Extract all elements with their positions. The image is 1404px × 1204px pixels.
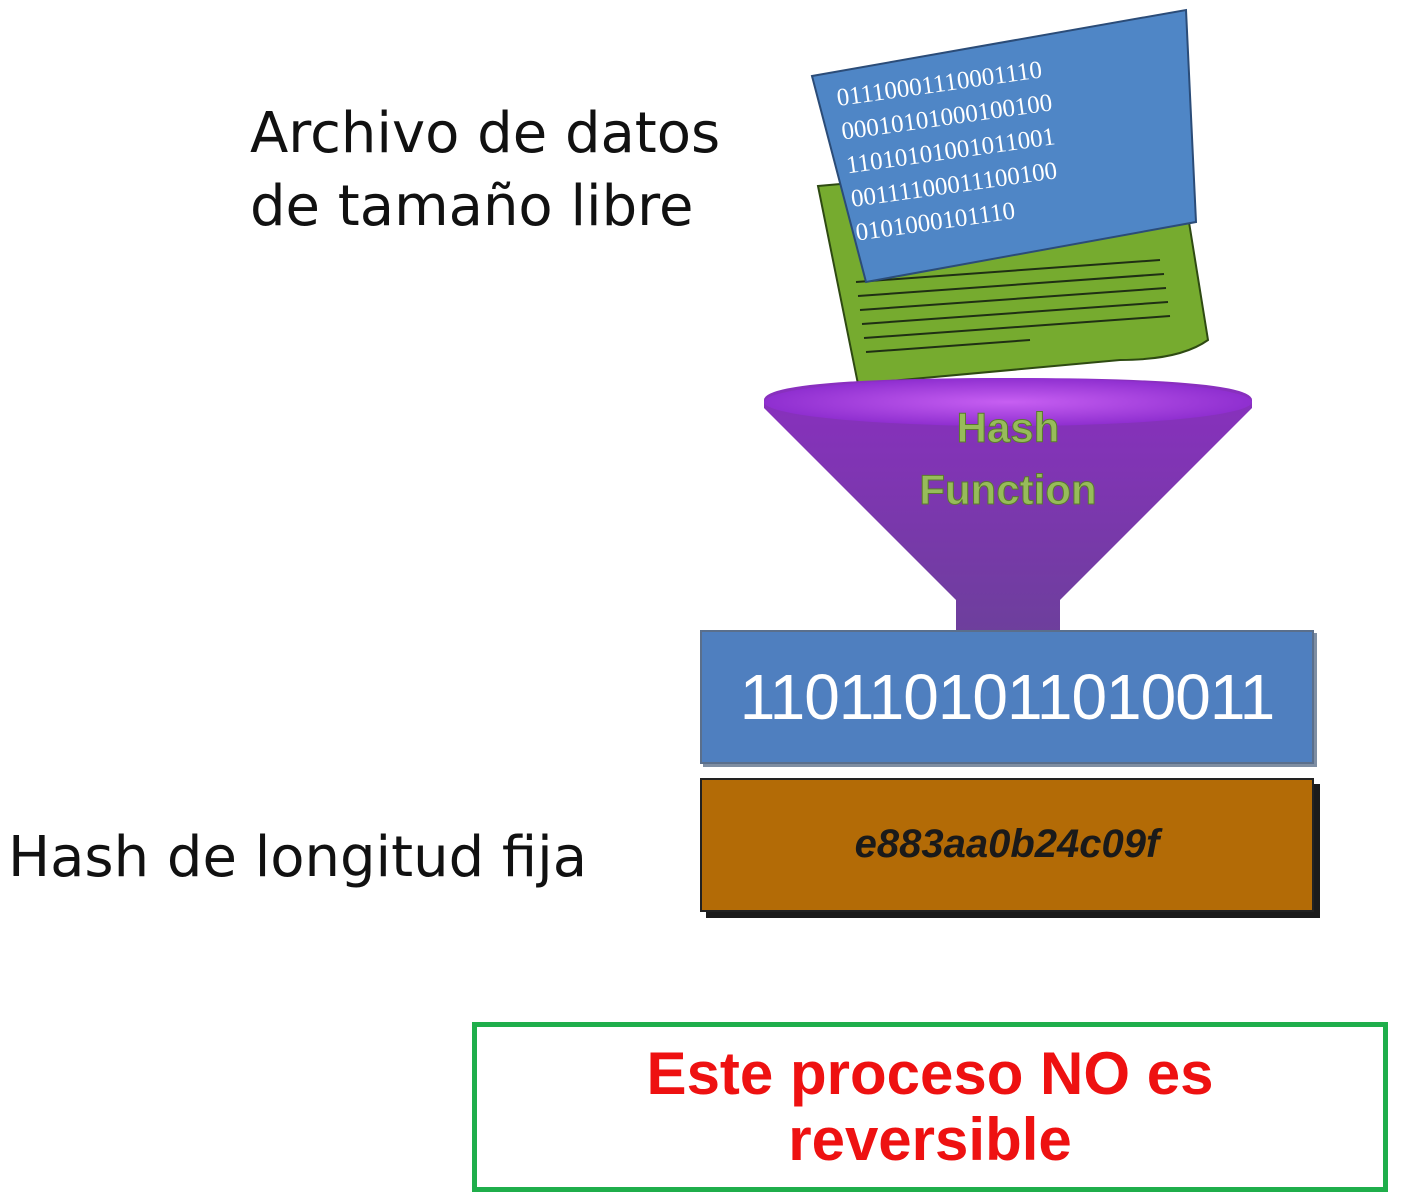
funnel-label-line1: Hash [957, 404, 1060, 451]
funnel-label-line2: Function [919, 466, 1096, 513]
hex-hash-value: e883aa0b24c09f [854, 822, 1160, 866]
input-file-label: Archivo de datos de tamaño libre [250, 98, 720, 244]
binary-hash-box: 1101101011010011 [700, 630, 1314, 764]
hex-hash-box: e883aa0b24c09f [700, 778, 1314, 912]
binary-hash-value: 1101101011010011 [739, 661, 1276, 733]
document-text-lines [855, 259, 1171, 353]
irreversible-note-line2: reversible [788, 1106, 1072, 1173]
irreversible-note: Este proceso NO es reversible [647, 1041, 1214, 1173]
irreversible-note-line1: Este proceso NO es [646, 1040, 1214, 1107]
input-file-label-line2: de tamaño libre [250, 173, 694, 239]
input-file-label-line1: Archivo de datos [250, 101, 721, 166]
output-hash-label: Hash de longitud fija [8, 825, 588, 890]
document-front-page: 01110001110001110 00010101000100100 1101… [810, 8, 1198, 284]
irreversible-note-box: Este proceso NO es reversible [472, 1022, 1388, 1192]
hash-funnel: Hash Function [764, 378, 1252, 632]
